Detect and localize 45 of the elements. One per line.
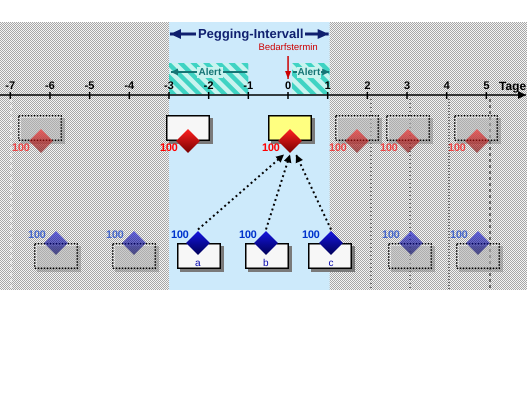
arrow (197, 154, 285, 230)
faded-order-box (106, 230, 160, 273)
tick-label: 5 (483, 80, 490, 92)
arrow (285, 56, 292, 79)
order-box (239, 230, 293, 273)
faded-order-box (12, 115, 66, 154)
tick-label: 0 (285, 80, 292, 92)
faded-order-box (28, 230, 82, 273)
tick-label: -3 (164, 80, 174, 92)
quantity-label: 100 (382, 230, 400, 241)
interval-label: Pegging-Intervall (196, 27, 306, 41)
tick-label: 3 (404, 80, 410, 92)
tick-label: 2 (364, 80, 370, 92)
faded-order-box (382, 230, 436, 273)
node-label: c (328, 258, 334, 269)
callout-label: Bedarfstermin (258, 42, 318, 53)
quantity-label: 100 (329, 143, 346, 154)
quantity-label: 100 (380, 143, 398, 154)
tick-label: -4 (124, 80, 134, 92)
quantity-label: 100 (262, 143, 280, 154)
quantity-label: 100 (450, 230, 468, 241)
tick-label: -6 (44, 80, 55, 92)
tick-label: 4 (444, 80, 450, 92)
node-label: a (195, 258, 201, 269)
quantity-label: 100 (106, 230, 124, 241)
quantity-label: 100 (302, 230, 320, 241)
quantity-label: 100 (28, 230, 46, 241)
order-box (302, 230, 356, 273)
tick-label: -5 (84, 80, 94, 92)
quantity-label: 100 (239, 230, 256, 241)
quantity-label: 100 (171, 230, 188, 241)
quantity-label: 100 (448, 143, 466, 154)
quantity-label: 100 (160, 143, 178, 154)
node-label: b (263, 258, 269, 269)
tick-label: -1 (243, 80, 254, 92)
order-box (160, 115, 214, 154)
quantity-label: 100 (12, 143, 30, 154)
tick-label: -7 (5, 80, 16, 92)
selected-order-box (262, 115, 316, 154)
order-box (171, 230, 225, 273)
faded-order-box (448, 115, 502, 154)
arrow (265, 154, 292, 230)
faded-order-box (380, 115, 434, 154)
faded-order-box (450, 230, 504, 273)
axis-title: Tage (499, 80, 526, 92)
